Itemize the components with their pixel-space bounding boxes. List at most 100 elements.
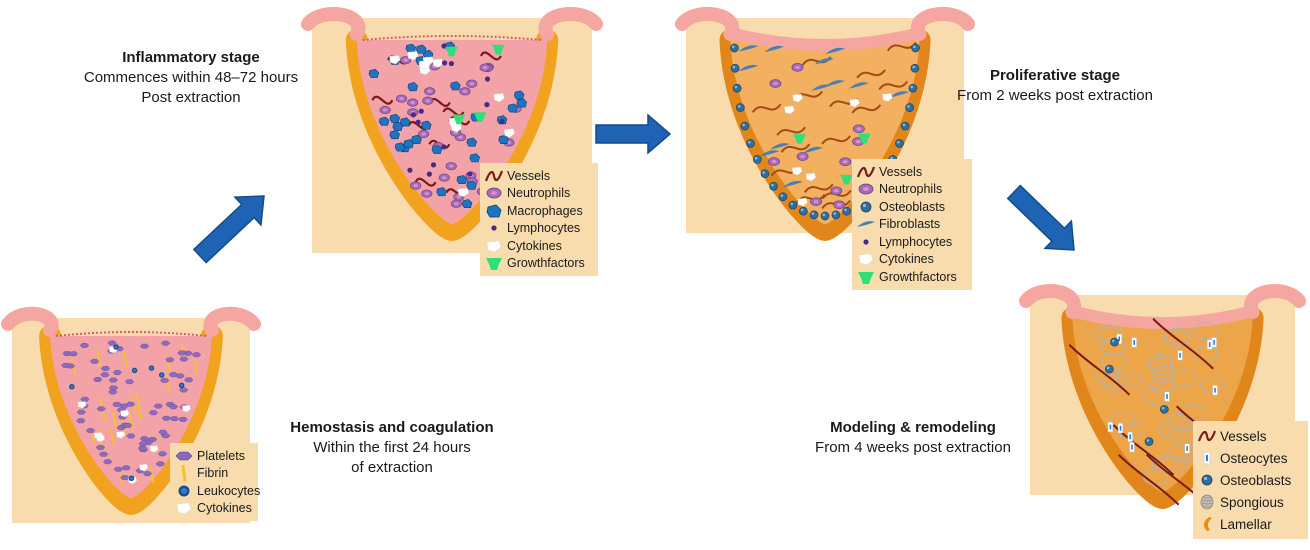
modeling-caption: Modeling & remodeling From 4 weeks post …	[800, 418, 1026, 458]
osteoblast-icon	[747, 139, 755, 147]
platelet-icon	[192, 352, 201, 356]
legend-label: Vessels	[1220, 429, 1267, 444]
neutrophil-icon	[407, 99, 418, 107]
leukocyte-icon	[179, 383, 185, 389]
osteocyte-icon	[1130, 442, 1135, 452]
osteocyte-icon	[1128, 432, 1133, 442]
leukocyte-icon	[132, 368, 138, 374]
proliferative-line-1: From 2 weeks post extraction	[930, 86, 1180, 106]
legend-row-spongious: Spongious	[1197, 491, 1302, 513]
legend-label: Lymphocytes	[507, 221, 580, 235]
neutrophil-icon	[810, 198, 821, 206]
osteocyte-icon	[1213, 385, 1218, 395]
platelet-icon	[80, 397, 89, 401]
neutrophil-icon	[831, 187, 842, 195]
vessel-icon	[1197, 428, 1217, 444]
platelet-icon	[162, 416, 171, 420]
osteoblast-icon	[810, 211, 818, 219]
platelet-icon	[97, 407, 106, 411]
platelet-icon	[80, 343, 89, 347]
hemostasis-caption: Hemostasis and coagulation Within the fi…	[272, 418, 512, 478]
osteoblast-icon	[733, 84, 741, 92]
platelet-icon	[149, 410, 158, 414]
platelet-icon	[125, 379, 134, 383]
modeling-legend: Vessels Osteocytes Osteoblasts Spongious…	[1193, 421, 1308, 539]
legend-row-cytokines: Cytokines	[484, 237, 592, 255]
legend-row-osteoblasts: Osteoblasts	[856, 198, 966, 216]
lymphocyte-icon	[467, 171, 472, 176]
platelet-icon	[96, 445, 105, 449]
platelet-icon	[159, 430, 168, 434]
legend-label: Vessels	[507, 169, 550, 183]
platelet-icon	[77, 410, 86, 414]
lymphocyte-icon	[441, 144, 446, 149]
platelet-icon	[61, 363, 70, 367]
osteocyte-icon	[1132, 338, 1137, 348]
platelet-icon	[140, 344, 149, 348]
arrow-shape	[596, 115, 670, 153]
legend-label: Neutrophils	[879, 182, 942, 196]
vessel-icon	[856, 164, 876, 180]
leukocyte-icon	[113, 344, 119, 350]
growthfactor-icon	[856, 269, 876, 285]
osteoblast-icon	[1110, 338, 1118, 346]
platelet-icon	[174, 448, 194, 464]
platelet-icon	[179, 417, 188, 421]
legend-row-vessels: Vessels	[484, 167, 592, 185]
platelet-icon	[158, 452, 167, 456]
legend-label: Growthfactors	[507, 256, 585, 270]
platelet-icon	[169, 372, 178, 376]
neutrophil-icon	[460, 88, 471, 96]
osteoblast-icon	[730, 44, 738, 52]
modeling-line-1: From 4 weeks post extraction	[800, 438, 1026, 458]
legend-row-growthfactors: Growthfactors	[856, 268, 966, 286]
osteoblast-icon	[770, 182, 778, 190]
arrow-stage-1-to-2	[187, 182, 277, 270]
leukocyte-icon	[69, 384, 75, 390]
legend-label: Osteoblasts	[1220, 473, 1291, 488]
lymphocyte-icon	[431, 162, 436, 167]
osteoblast-icon	[906, 104, 914, 112]
platelet-icon	[114, 467, 123, 471]
platelet-icon	[126, 434, 135, 438]
legend-label: Fibrin	[197, 466, 228, 480]
lymphocyte-icon	[407, 168, 412, 173]
neutrophil-icon	[856, 181, 876, 197]
osteoblast-icon	[912, 44, 920, 52]
legend-row-neutrophils: Neutrophils	[856, 181, 966, 199]
osteocyte-icon	[1207, 340, 1212, 350]
lymphocyte-icon	[427, 172, 432, 177]
neutrophil-icon	[451, 200, 462, 208]
fibroblast-icon	[856, 216, 876, 232]
platelet-icon	[160, 378, 169, 382]
osteocyte-icon	[1212, 338, 1217, 348]
legend-label: Lamellar	[1220, 517, 1272, 532]
legend-row-platelets: Platelets	[174, 447, 252, 465]
platelet-icon	[184, 378, 193, 382]
neutrophil-icon	[410, 182, 421, 190]
lymphocyte-icon	[416, 120, 421, 125]
legend-row-lamellar: Lamellar	[1197, 513, 1302, 535]
arrow-stage-2-to-3	[596, 115, 670, 153]
legend-row-lymphocytes: Lymphocytes	[484, 220, 592, 238]
osteoblast-icon	[895, 139, 903, 147]
proliferative-title: Proliferative stage	[930, 66, 1180, 86]
lymphocyte-icon	[484, 220, 504, 236]
osteocyte-icon	[1118, 423, 1123, 433]
legend-label: Leukocytes	[197, 484, 260, 498]
inflammatory-line-2: Post extraction	[68, 88, 314, 108]
legend-row-cytokines: Cytokines	[856, 251, 966, 269]
arrow-stage-3-to-4	[1001, 178, 1087, 263]
neutrophil-icon	[840, 158, 851, 166]
legend-label: Platelets	[197, 449, 245, 463]
platelet-icon	[93, 377, 102, 381]
osteocyte-icon	[1165, 392, 1170, 402]
platelet-icon	[178, 351, 187, 355]
legend-label: Cytokines	[507, 239, 562, 253]
neutrophil-icon	[380, 106, 391, 114]
osteoblast-icon	[1105, 365, 1113, 373]
growthfactor-icon	[484, 255, 504, 271]
vessel-icon	[484, 168, 504, 184]
legend-row-fibroblasts: Fibroblasts	[856, 216, 966, 234]
